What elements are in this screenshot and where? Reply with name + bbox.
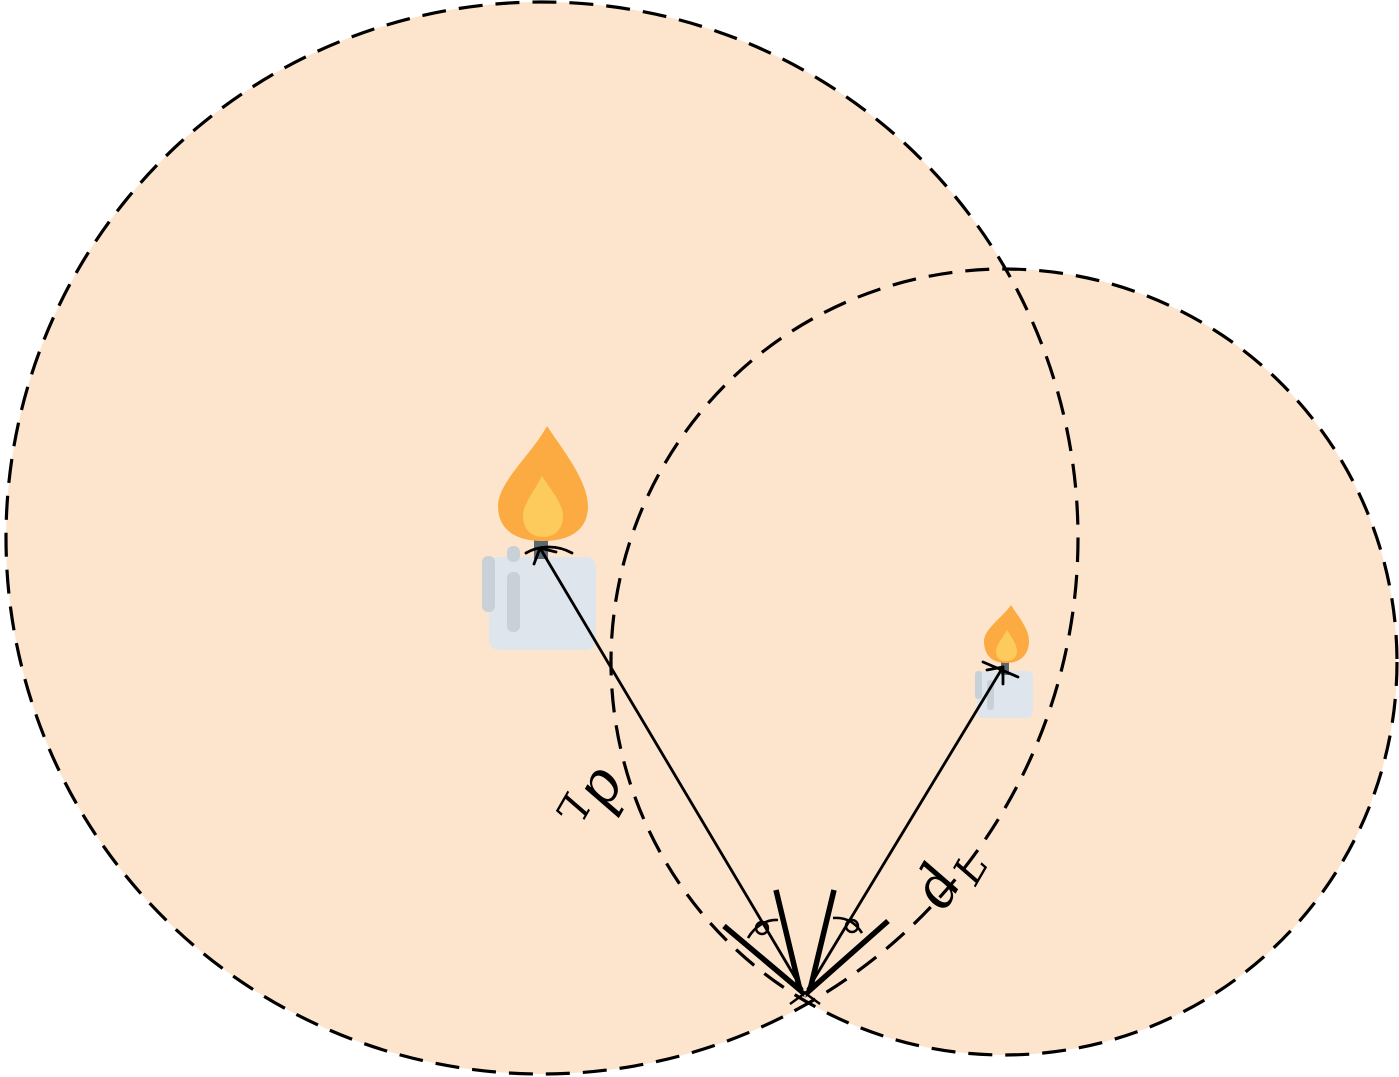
left-angle-dot [754,920,770,936]
flame-inner [996,630,1017,661]
right-arrowhead [985,665,1005,686]
small-candle-icon [975,605,1033,718]
candle-drip [482,556,495,612]
large-light-boundary [4,0,1080,1076]
angle-markers [722,889,890,1005]
candle-drip-top [507,546,520,562]
light-regions [6,2,1397,1074]
region-boundaries [4,0,1399,1076]
left-angle-arc [746,918,779,939]
distance-arrows [524,545,1020,991]
candle-drip [507,572,520,632]
flame-inner [523,476,563,537]
large-candle-icon [482,426,596,650]
right-angle-dot [844,918,860,934]
small-light-boundary [609,267,1399,1057]
right-arrow-end-tick [981,660,1020,679]
meeting-point-cross [789,981,821,1005]
candle-wick [1001,660,1009,675]
right-distance-line [806,665,1005,991]
candle-drip [975,671,982,699]
left-distance-line [538,546,804,991]
left-arrow-end-tick [524,545,574,555]
candle-body [489,557,596,650]
candle-drip [987,680,994,710]
